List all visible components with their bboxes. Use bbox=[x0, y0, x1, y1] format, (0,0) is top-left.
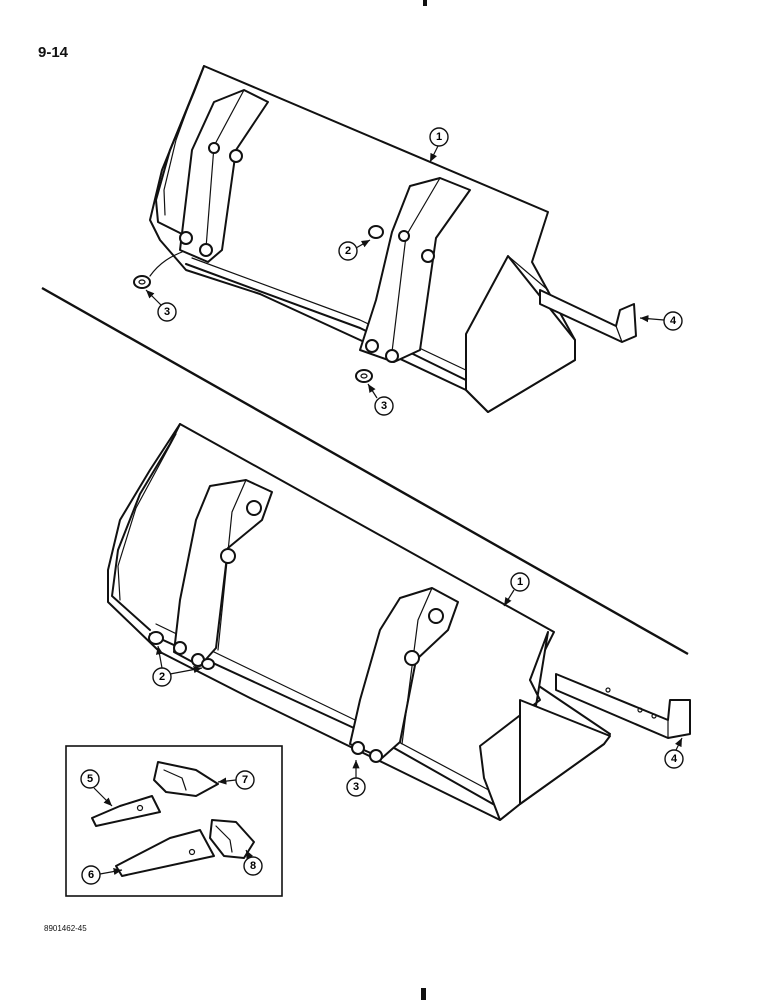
callout-inset-8: 8 bbox=[243, 856, 263, 876]
svg-text:3: 3 bbox=[164, 306, 170, 318]
svg-text:4: 4 bbox=[671, 753, 678, 765]
figure-code: 8901462-45 bbox=[44, 924, 87, 933]
svg-text:2: 2 bbox=[159, 671, 165, 683]
callout-bottom-4: 4 bbox=[664, 749, 684, 769]
callout-bottom-2: 2 bbox=[152, 667, 172, 687]
adapter-part-7 bbox=[153, 761, 219, 797]
adapter-part-8 bbox=[209, 819, 255, 859]
callout-top-3-right: 3 bbox=[374, 396, 394, 416]
svg-text:4: 4 bbox=[670, 315, 677, 327]
page-number: 9-14 bbox=[38, 44, 69, 61]
svg-text:8: 8 bbox=[250, 860, 256, 872]
section-divider-line bbox=[41, 286, 689, 656]
callout-top-4: 4 bbox=[663, 311, 683, 331]
callout-inset-5: 5 bbox=[80, 769, 100, 789]
svg-text:5: 5 bbox=[87, 773, 93, 785]
svg-text:2: 2 bbox=[345, 245, 351, 257]
svg-text:7: 7 bbox=[242, 774, 248, 786]
svg-text:3: 3 bbox=[381, 400, 387, 412]
svg-text:1: 1 bbox=[517, 576, 523, 588]
bottom-bucket bbox=[107, 423, 691, 821]
svg-text:3: 3 bbox=[353, 781, 359, 793]
callout-top-2: 2 bbox=[338, 241, 358, 261]
callout-inset-6: 6 bbox=[81, 865, 101, 885]
svg-text:1: 1 bbox=[436, 131, 442, 143]
bottom-registration-mark bbox=[421, 988, 426, 1000]
top-registration-mark bbox=[423, 0, 427, 6]
top-bucket bbox=[133, 65, 637, 413]
svg-text:6: 6 bbox=[88, 869, 94, 881]
callout-bottom-1: 1 bbox=[510, 572, 530, 592]
callout-inset-7: 7 bbox=[235, 770, 255, 790]
tooth-part-5 bbox=[91, 795, 161, 827]
callout-top-1: 1 bbox=[429, 127, 449, 147]
tooth-part-6 bbox=[115, 829, 215, 877]
callout-top-3-left: 3 bbox=[157, 302, 177, 322]
callout-bottom-3: 3 bbox=[346, 777, 366, 797]
